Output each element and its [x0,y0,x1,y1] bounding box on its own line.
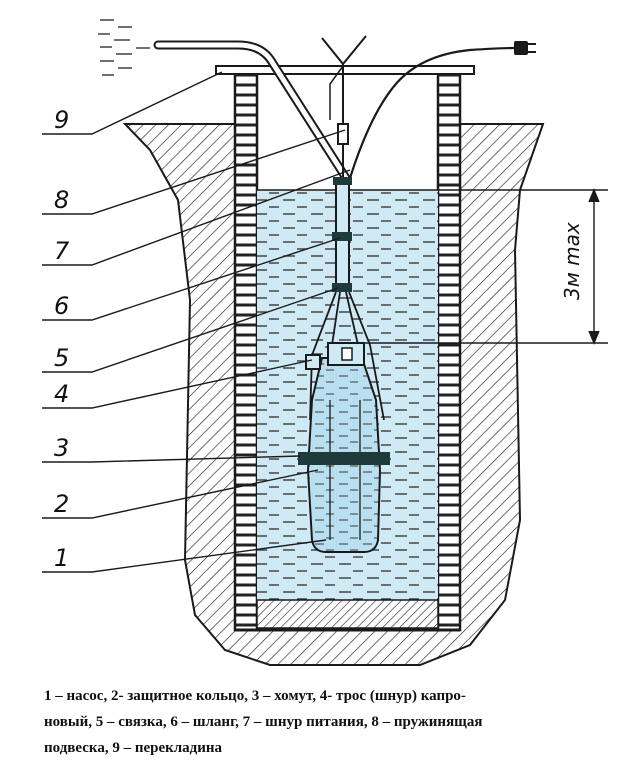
caption-line-1: 1 – насос, 2- защитное кольцо, 3 – хомут… [44,688,466,704]
protective-ring [298,452,390,465]
hose-top-clamp [333,177,352,185]
label-4: 4 [54,380,69,408]
label-2: 2 [54,490,69,518]
label-1: 1 [54,544,69,572]
well-bottom-filter [256,599,439,629]
caption-line-2: новый, 5 – связка, 6 – шланг, 7 – шнур п… [44,714,483,730]
pump-inlet [341,347,353,361]
water-spray [98,19,150,76]
label-5: 5 [54,344,69,372]
power-cord [348,46,516,179]
well-wall-right [436,70,462,632]
label-3: 3 [54,434,69,462]
well-pump-diagram: 3м max 9 8 7 6 5 4 3 2 1 [42,19,608,666]
label-7: 7 [54,237,70,265]
legend-caption: 1 – насос, 2- защитное кольцо, 3 – хомут… [44,683,604,761]
depth-label: 3м max [560,222,584,300]
support-rope-left [329,65,344,120]
plug-icon [514,41,536,55]
leader-lines [42,71,351,573]
pump-side-ear [305,354,321,370]
spring-suspension [321,35,367,180]
crossbar [215,65,475,75]
depth-dimension [364,188,608,345]
tie-band [332,232,352,241]
label-8: 8 [54,186,69,214]
label-6: 6 [54,292,69,320]
tie-band-lower [332,283,352,292]
caption-line-3: подвеска, 9 – перекладина [44,740,223,756]
well-wall-left [233,70,259,632]
label-9: 9 [54,106,69,134]
